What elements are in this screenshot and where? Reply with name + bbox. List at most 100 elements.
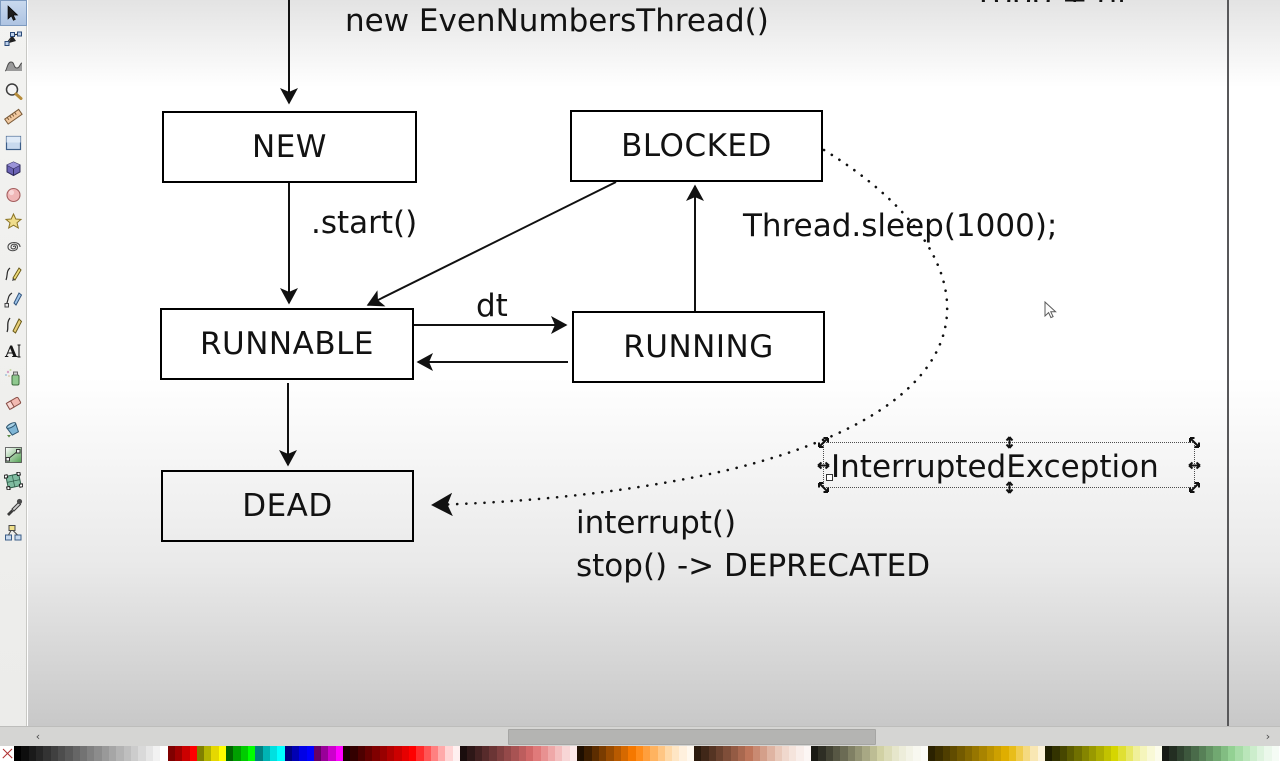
selector-tool[interactable]: [0, 0, 27, 26]
star-tool[interactable]: [0, 208, 27, 234]
palette-swatch[interactable]: [957, 746, 965, 761]
palette-swatch[interactable]: [1059, 746, 1067, 761]
palette-swatch[interactable]: [1169, 746, 1177, 761]
palette-swatch[interactable]: [789, 746, 797, 761]
palette-swatch[interactable]: [365, 746, 373, 761]
palette-swatch[interactable]: [123, 746, 131, 761]
rectangle-tool[interactable]: [0, 130, 27, 156]
palette-swatch[interactable]: [386, 746, 395, 761]
palette-swatch[interactable]: [906, 746, 914, 761]
palette-swatch[interactable]: [14, 746, 22, 761]
palette-swatch[interactable]: [525, 746, 534, 761]
palette-swatch[interactable]: [1213, 746, 1221, 761]
palette-swatch[interactable]: [1030, 746, 1038, 761]
palette-swatch[interactable]: [584, 746, 592, 761]
palette-swatch[interactable]: [445, 746, 453, 761]
palette-swatch[interactable]: [50, 746, 58, 761]
palette-swatch[interactable]: [65, 746, 73, 761]
palette-swatch[interactable]: [248, 746, 256, 761]
palette-swatch[interactable]: [1227, 746, 1236, 761]
palette-swatch[interactable]: [240, 746, 248, 761]
palette-swatch[interactable]: [891, 746, 899, 761]
palette-swatch[interactable]: [1264, 746, 1272, 761]
palette-swatch[interactable]: [350, 746, 358, 761]
palette-swatch[interactable]: [423, 746, 431, 761]
palette-swatch[interactable]: [884, 746, 892, 761]
palette-swatch[interactable]: [803, 746, 812, 761]
palette-swatch[interactable]: [723, 746, 731, 761]
palette-swatch[interactable]: [21, 746, 29, 761]
palette-swatch[interactable]: [167, 746, 175, 761]
palette-swatch[interactable]: [862, 746, 870, 761]
palette-swatch[interactable]: [569, 746, 578, 761]
palette-swatch[interactable]: [182, 746, 190, 761]
palette-swatch[interactable]: [335, 746, 344, 761]
palette-swatch[interactable]: [752, 746, 760, 761]
palette-swatch[interactable]: [101, 746, 110, 761]
palette-swatch[interactable]: [467, 746, 475, 761]
palette-swatch[interactable]: [372, 746, 380, 761]
palette-swatch[interactable]: [1052, 746, 1060, 761]
selection-handle-se[interactable]: [1188, 481, 1201, 494]
palette-swatch[interactable]: [737, 746, 746, 761]
palette-swatch[interactable]: [284, 746, 292, 761]
palette-swatch[interactable]: [482, 746, 490, 761]
eraser-tool[interactable]: [0, 390, 27, 416]
palette-swatch[interactable]: [1249, 746, 1258, 761]
palette-swatch[interactable]: [1088, 746, 1097, 761]
palette-swatch[interactable]: [950, 746, 958, 761]
palette-swatch[interactable]: [942, 746, 950, 761]
palette-swatch[interactable]: [489, 746, 497, 761]
palette-swatch[interactable]: [1015, 746, 1024, 761]
palette-swatch[interactable]: [635, 746, 643, 761]
palette-swatch[interactable]: [174, 746, 183, 761]
palette-swatch[interactable]: [57, 746, 66, 761]
palette-swatch[interactable]: [869, 746, 877, 761]
palette-swatch[interactable]: [1067, 746, 1075, 761]
palette-swatch[interactable]: [540, 746, 548, 761]
text-tool[interactable]: A: [0, 338, 27, 364]
palette-swatch[interactable]: [401, 746, 409, 761]
palette-swatch[interactable]: [452, 746, 461, 761]
palette-swatch[interactable]: [577, 746, 585, 761]
selection-handle-ne[interactable]: [1188, 436, 1201, 449]
ellipse-tool[interactable]: [0, 182, 27, 208]
palette-swatch[interactable]: [79, 746, 88, 761]
palette-swatch[interactable]: [679, 746, 687, 761]
palette-swatch[interactable]: [196, 746, 205, 761]
palette-swatch[interactable]: [701, 746, 709, 761]
palette-swatch[interactable]: [109, 746, 117, 761]
palette-swatch[interactable]: [920, 746, 929, 761]
palette-swatch[interactable]: [979, 746, 987, 761]
paint-bucket-tool[interactable]: [0, 416, 27, 442]
palette-swatch[interactable]: [189, 746, 197, 761]
palette-swatch[interactable]: [226, 746, 234, 761]
palette-swatch[interactable]: [708, 746, 716, 761]
palette-swatch[interactable]: [986, 746, 994, 761]
palette-swatch[interactable]: [686, 746, 695, 761]
tweak-tool[interactable]: [0, 52, 27, 78]
palette-swatch[interactable]: [664, 746, 673, 761]
palette-swatch[interactable]: [672, 746, 680, 761]
palette-swatch[interactable]: [1103, 746, 1111, 761]
palette-swatch[interactable]: [1037, 746, 1046, 761]
palette-swatch[interactable]: [694, 746, 702, 761]
palette-swatch[interactable]: [730, 746, 738, 761]
color-palette[interactable]: [0, 746, 1280, 761]
palette-swatch[interactable]: [854, 746, 863, 761]
palette-swatch[interactable]: [964, 746, 972, 761]
palette-swatch[interactable]: [628, 746, 636, 761]
scroll-left-arrow[interactable]: ‹: [35, 730, 41, 743]
palette-swatch[interactable]: [94, 746, 102, 761]
palette-swatch[interactable]: [1132, 746, 1141, 761]
scrollbar-thumb[interactable]: [508, 729, 876, 745]
palette-swatch[interactable]: [591, 746, 599, 761]
palette-swatch[interactable]: [1074, 746, 1082, 761]
palette-swatch[interactable]: [1205, 746, 1214, 761]
palette-swatch[interactable]: [935, 746, 943, 761]
palette-swatch[interactable]: [408, 746, 417, 761]
selection-handle-e[interactable]: [1188, 459, 1201, 472]
palette-swatch[interactable]: [1257, 746, 1265, 761]
selection-handle-sw[interactable]: [817, 481, 830, 494]
palette-swatch[interactable]: [767, 746, 775, 761]
